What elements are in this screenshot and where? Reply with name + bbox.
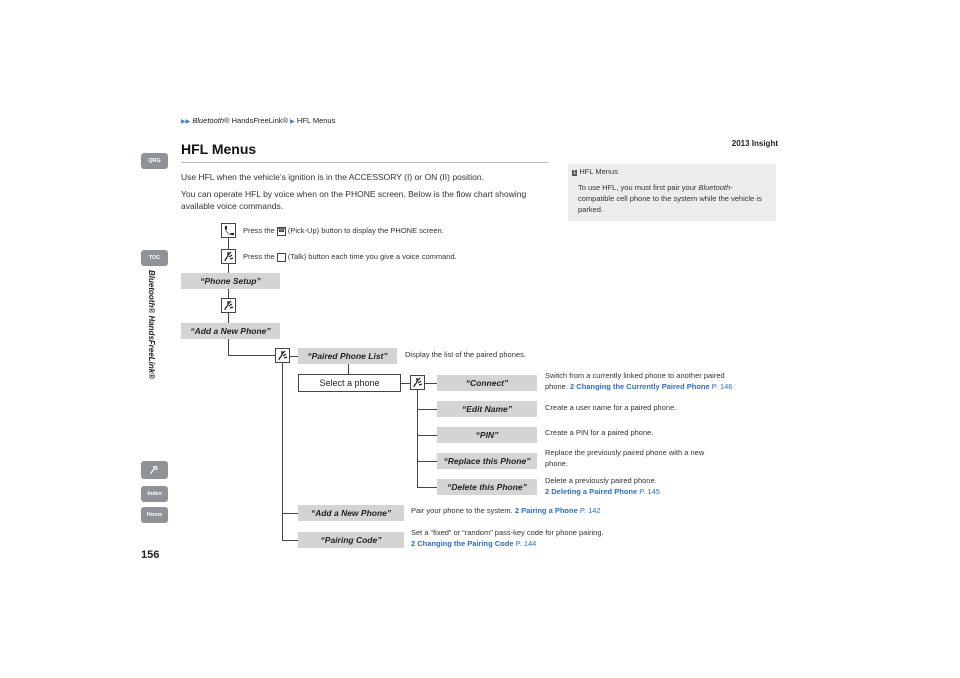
toc-tab[interactable]: TOC — [141, 250, 168, 266]
cmd-pin: “PIN” — [437, 427, 537, 443]
link-changing-pairing-code[interactable]: Changing the Pairing Code — [417, 539, 514, 548]
flow-line — [228, 237, 229, 249]
flow-line — [228, 355, 275, 356]
flow-line — [228, 264, 229, 274]
flow-line — [401, 383, 410, 384]
breadcrumb-arrow-icon: ▶▶ — [181, 119, 191, 125]
side-note-body: To use HFL, you must first pair your Blu… — [578, 183, 762, 214]
talk-inline-icon — [276, 252, 286, 262]
flow-line — [282, 363, 283, 540]
flow-line — [425, 383, 437, 384]
flow-line — [417, 487, 437, 488]
section-tab[interactable]: Bluetooth® HandsFreeLink® — [144, 270, 158, 430]
page-title: HFL Menus — [181, 141, 257, 157]
side-note-number: 1 — [572, 170, 578, 176]
add-phone-desc: Pair your phone to the system. 2 Pairing… — [411, 506, 601, 515]
page-number: 156 — [141, 549, 160, 561]
ref-arrow-icon: 2 — [514, 506, 519, 515]
flow-line — [282, 513, 298, 514]
model-label: 2013 Insight — [731, 139, 778, 148]
breadcrumb-bluetooth[interactable]: Bluetooth — [192, 116, 225, 125]
index-tab[interactable]: Index — [141, 486, 168, 502]
cmd-delete-this-phone: “Delete this Phone” — [437, 479, 537, 495]
link-page-146[interactable]: P. 146 — [711, 382, 733, 391]
talk-button — [275, 348, 290, 363]
pickup-instruction: Press the ☎ (Pick-Up) button to display … — [243, 226, 444, 236]
pairing-code-desc: Set a “fixed” or “random” pass-key code … — [411, 528, 604, 548]
link-page-142[interactable]: P. 142 — [579, 506, 601, 515]
link-deleting-paired-phone[interactable]: Deleting a Paired Phone — [551, 487, 638, 496]
talk-button — [410, 375, 425, 390]
pin-desc: Create a PIN for a paired phone. — [545, 428, 654, 437]
edit-name-desc: Create a user name for a paired phone. — [545, 403, 677, 412]
talk-button — [221, 249, 236, 264]
flow-line — [417, 461, 437, 462]
talk-instruction: Press the (Talk) button each time you gi… — [243, 252, 457, 262]
flow-line — [417, 390, 418, 487]
ref-arrow-icon: 2 — [411, 539, 416, 548]
flow-line — [417, 409, 437, 410]
cmd-replace-this-phone: “Replace this Phone” — [437, 453, 537, 469]
title-divider — [181, 162, 549, 163]
replace-desc: Replace the previously paired phone with… — [545, 448, 705, 468]
flow-line — [228, 339, 229, 355]
side-note-title: HFL Menus — [579, 167, 618, 176]
cmd-phone-setup: “Phone Setup” — [181, 273, 280, 289]
talk-icon-tab[interactable] — [141, 461, 168, 479]
ref-arrow-icon: 2 — [545, 487, 550, 496]
paired-list-desc: Display the list of the paired phones. — [405, 350, 526, 359]
link-changing-paired-phone[interactable]: Changing the Currently Paired Phone — [576, 382, 710, 391]
cmd-connect: “Connect” — [437, 375, 537, 391]
talk-icon — [413, 377, 423, 388]
intro-paragraph-1: Use HFL when the vehicle’s ignition is i… — [181, 172, 484, 182]
cmd-add-new-phone: “Add a New Phone” — [181, 323, 280, 339]
talk-icon — [149, 465, 158, 475]
flow-line — [417, 435, 437, 436]
flow-line — [282, 540, 298, 541]
select-a-phone-step: Select a phone — [298, 374, 401, 392]
breadcrumb-hfl-menus: HFL Menus — [296, 116, 336, 125]
ref-arrow-icon: 2 — [570, 382, 575, 391]
pickup-inline-icon: ☎ — [276, 226, 286, 236]
cmd-add-a-new-phone: “Add a New Phone” — [298, 505, 404, 521]
flow-line — [228, 313, 229, 324]
flow-line — [290, 356, 298, 357]
link-page-145[interactable]: P. 145 — [639, 487, 660, 496]
cmd-edit-name: “Edit Name” — [437, 401, 537, 417]
talk-icon — [224, 300, 234, 311]
home-tab[interactable]: Home — [141, 507, 168, 523]
breadcrumb: ▶▶ Bluetooth® HandsFreeLink® ▶ HFL Menus — [181, 116, 335, 125]
talk-icon — [224, 251, 234, 262]
breadcrumb-arrow-icon: ▶ — [290, 119, 295, 125]
talk-button — [221, 298, 236, 313]
flow-line — [228, 289, 229, 298]
link-pairing-a-phone[interactable]: Pairing a Phone — [521, 506, 578, 515]
intro-paragraph-2: You can operate HFL by voice when on the… — [181, 189, 527, 211]
pickup-phone-icon — [224, 226, 234, 236]
section-tab-label: Bluetooth® HandsFreeLink® — [147, 270, 156, 380]
cmd-pairing-code: “Pairing Code” — [298, 532, 404, 548]
pickup-button — [221, 223, 236, 238]
link-page-144[interactable]: P. 144 — [515, 539, 537, 548]
talk-icon — [278, 350, 288, 361]
qrg-tab[interactable]: QRG — [141, 153, 168, 169]
breadcrumb-handsfreelink[interactable]: ® HandsFreeLink® — [224, 116, 289, 125]
flow-line — [348, 364, 349, 374]
cmd-paired-phone-list: “Paired Phone List” — [298, 348, 397, 364]
connect-desc: Switch from a currently linked phone to … — [545, 371, 733, 391]
delete-desc: Delete a previously paired phone. 2 Dele… — [545, 476, 660, 496]
